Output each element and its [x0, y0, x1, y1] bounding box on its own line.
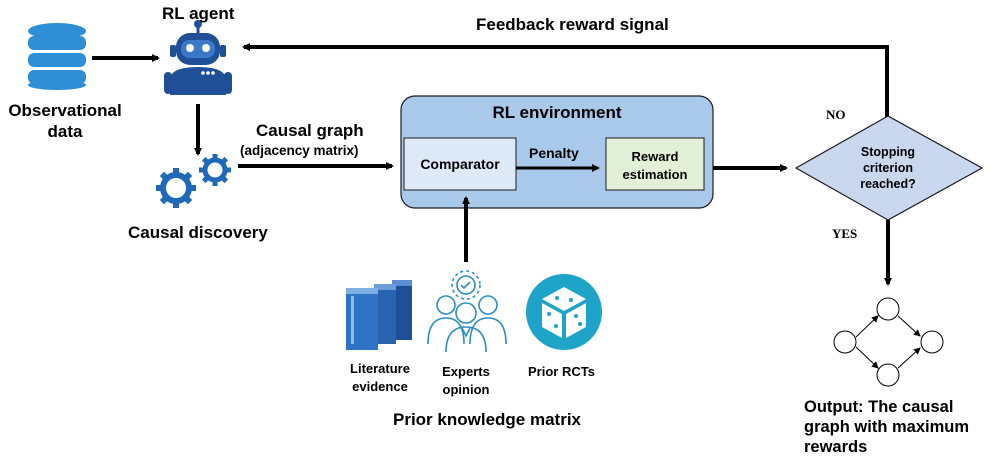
comparator-box	[403, 137, 517, 191]
arrow-feedback-loop	[242, 43, 889, 140]
rl-agent-label: RL agent	[162, 4, 235, 23]
causal-discovery-label: Causal discovery	[128, 223, 268, 242]
robot-icon	[164, 20, 232, 95]
rct-dice-icon	[526, 274, 602, 350]
causal-graph-label: Causal graph	[256, 121, 364, 140]
experts-opinion-label: Experts opinion	[442, 364, 490, 397]
feedback-label: Feedback reward signal	[476, 15, 669, 34]
stopping-criterion-label: Stopping criterion reached?	[860, 145, 916, 191]
gears-icon	[156, 154, 231, 208]
database-icon	[28, 23, 86, 90]
rl-environment-label: RL environment	[492, 103, 622, 122]
prior-rcts-label: Prior RCTs	[528, 364, 595, 379]
yes-label: YES	[832, 226, 858, 241]
reward-estimation-label: Reward estimation	[622, 149, 688, 182]
books-icon	[346, 280, 412, 350]
output-label: Output: The causal graph with maximum re…	[804, 398, 970, 456]
reward-estimation-box	[605, 137, 705, 191]
output-causal-graph	[833, 297, 944, 387]
penalty-label: Penalty	[529, 145, 579, 161]
no-label: NO	[826, 107, 846, 122]
experts-icon	[427, 270, 507, 353]
literature-evidence-label: Literature evidence	[350, 361, 410, 394]
observational-data-label: Observational data	[8, 101, 122, 141]
comparator-label: Comparator	[420, 156, 500, 172]
prior-knowledge-matrix-label: Prior knowledge matrix	[393, 410, 581, 429]
adjacency-matrix-label: (adjacency matrix)	[240, 143, 359, 158]
